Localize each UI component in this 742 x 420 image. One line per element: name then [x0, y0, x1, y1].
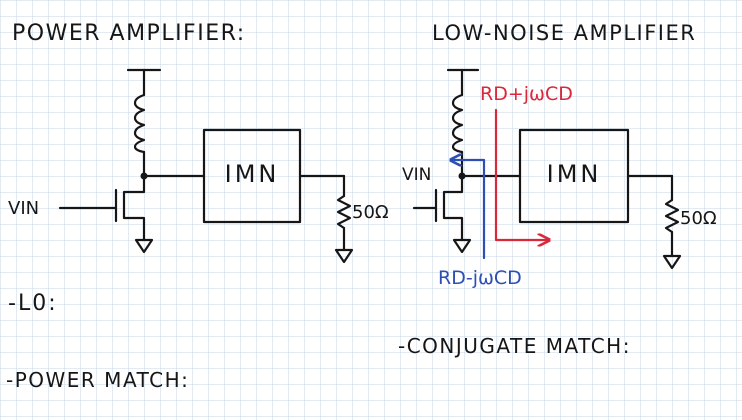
- note-conjugate-match: -CONJUGATE MATCH:: [398, 334, 631, 358]
- red-impedance-label: RD+jωCD: [480, 83, 573, 105]
- lna-ground: [452, 238, 472, 254]
- lna-schematic: IMN: [412, 68, 682, 270]
- pa-load-label: 50Ω: [352, 202, 389, 223]
- lna-load-resistor: [664, 198, 680, 234]
- note-lo: -L0:: [8, 291, 58, 316]
- pa-load-ground: [334, 248, 354, 264]
- pa-imn-label: IMN: [225, 160, 280, 188]
- lna-load-ground: [662, 254, 682, 270]
- lna-heading: LOW-NOISE AMPLIFIER: [432, 21, 696, 45]
- pa-transistor: [122, 174, 146, 242]
- pa-load-resistor: [336, 194, 352, 230]
- pa-inductor: [133, 93, 146, 154]
- pa-vin-label: VIN: [8, 198, 39, 219]
- pa-heading: POWER AMPLIFIER:: [12, 21, 246, 46]
- lna-inductor: [451, 93, 464, 154]
- pa-schematic: IMN: [58, 68, 354, 264]
- blue-impedance-label: RD-jωCD: [438, 267, 522, 289]
- lna-load-label: 50Ω: [680, 208, 717, 229]
- red-impedance-arrow: [494, 108, 548, 240]
- pa-ground: [134, 238, 154, 254]
- lna-transistor: [442, 174, 464, 242]
- lna-vin-label: VIN: [402, 165, 431, 185]
- note-power-match: -POWER MATCH:: [6, 368, 189, 392]
- lna-imn-label: IMN: [547, 160, 602, 188]
- blue-impedance-arrow: [452, 160, 486, 260]
